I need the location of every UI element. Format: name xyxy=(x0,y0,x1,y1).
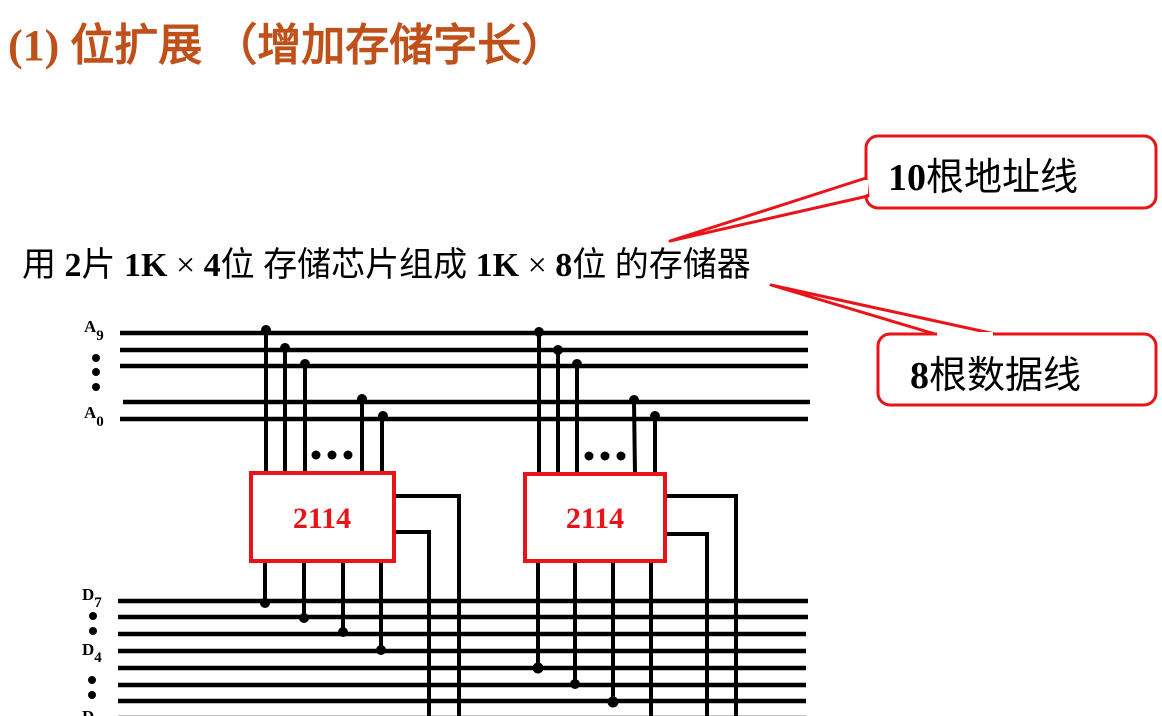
sentence-part: 2 xyxy=(65,247,82,284)
chip-2114-2 xyxy=(523,472,667,563)
chip-2-wiring xyxy=(532,327,738,716)
callout-box xyxy=(876,332,1158,407)
label-a0: A0 xyxy=(84,403,104,430)
chip-label: 2114 xyxy=(293,502,351,535)
sentence-part: × xyxy=(167,247,203,284)
callout-box xyxy=(864,134,1158,210)
sentence-part: 1K xyxy=(124,247,168,284)
ellipsis-dot xyxy=(616,451,626,461)
callout-pointer xyxy=(668,176,870,243)
description-sentence: 用 2片 1K × 4位 存储芯片组成 1K × 8位 的存储器 xyxy=(22,246,751,284)
sentence-part: 8 xyxy=(555,247,572,284)
ellipsis-dot xyxy=(88,676,96,684)
ellipsis-dot xyxy=(89,627,97,635)
ellipsis-dot xyxy=(343,450,353,460)
chip-2114-1 xyxy=(249,471,396,563)
label-d4: D4 xyxy=(82,640,102,666)
ellipsis-dot xyxy=(92,383,100,391)
ellipsis-dot xyxy=(89,612,97,620)
sentence-part: 1K xyxy=(476,247,520,284)
ellipsis-dot xyxy=(88,691,96,699)
label-a9: A9 xyxy=(84,317,104,344)
sentence-part: 位 的存储器 xyxy=(572,246,751,284)
chip-1-wiring xyxy=(260,325,461,716)
sentence-part: 用 xyxy=(22,247,65,284)
sentence-part: × xyxy=(519,247,555,284)
address-bus xyxy=(120,330,810,422)
chip-label: 2114 xyxy=(566,502,624,535)
label-d0: D0 xyxy=(82,707,102,716)
ellipsis-dot xyxy=(92,368,100,376)
ellipsis-dot xyxy=(92,354,100,362)
sentence-part: 位 存储芯片组成 xyxy=(221,246,476,284)
sentence-part: 4 xyxy=(204,247,221,284)
label-d7: D7 xyxy=(82,585,102,611)
callout-pointer xyxy=(769,283,997,336)
sentence-part: 片 xyxy=(82,246,125,284)
data-lines-callout: 8根数据线 xyxy=(769,283,1158,407)
ellipsis-dot xyxy=(327,450,337,460)
address-lines-callout: 10根地址线 xyxy=(668,134,1158,243)
data-bus xyxy=(118,598,808,716)
ellipsis-dot xyxy=(600,451,610,461)
ellipsis-dot xyxy=(311,450,321,460)
callout-text: 8根数据线 xyxy=(910,355,1081,397)
callout-text: 10根地址线 xyxy=(888,157,1078,199)
slide-title: (1) 位扩展 （增加存储字长） xyxy=(8,21,565,70)
ellipsis-dot xyxy=(584,451,594,461)
